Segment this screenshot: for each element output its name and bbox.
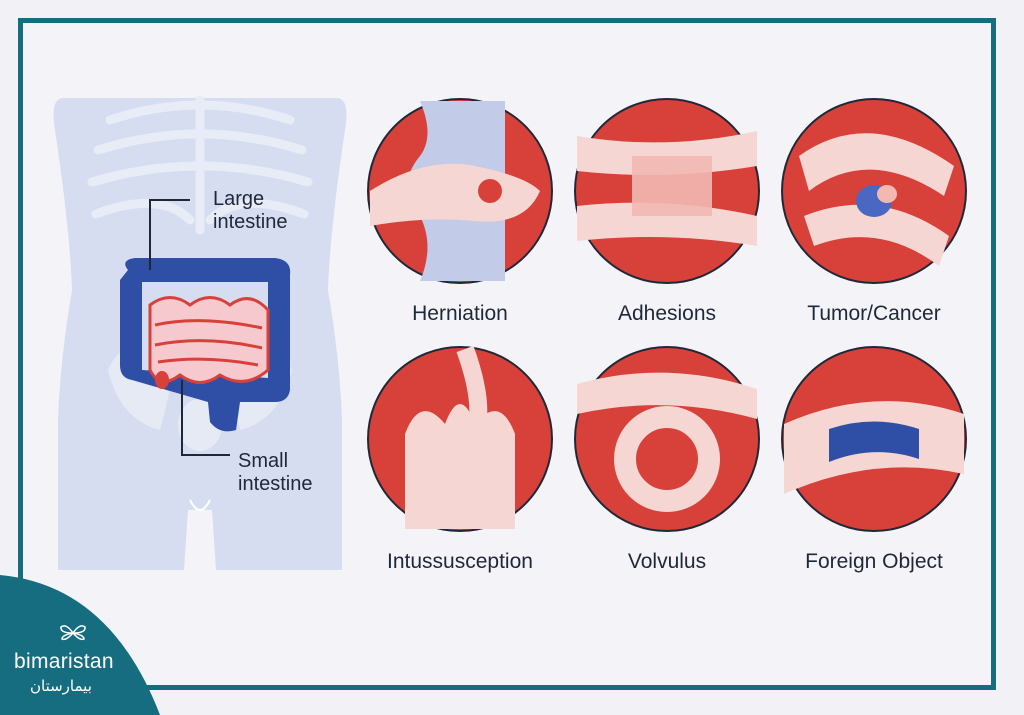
brand-name: bimaristan (14, 650, 114, 673)
caption-adhesions: Adhesions (617, 302, 717, 325)
caption-volvulus: Volvulus (627, 550, 707, 573)
brand-logo: bimaristan بيمارستان (0, 575, 165, 715)
torso-illustration (53, 95, 347, 570)
brand-name-arabic: بيمارستان (30, 677, 92, 695)
ribcage (87, 95, 313, 235)
caption-foreign-object: Foreign Object (805, 550, 943, 573)
foreign-object-illustration (781, 346, 967, 532)
panel-adhesions: Adhesions (572, 96, 762, 326)
panel-foreign: Foreign Object (779, 344, 969, 574)
tumor-illustration (781, 98, 967, 284)
caption-tumor: Tumor/Cancer (807, 302, 941, 325)
butterfly-icon (60, 625, 86, 641)
adhesions-illustration (574, 98, 760, 284)
caption-intussusception: Intussusception (387, 550, 533, 573)
logo-background (0, 575, 160, 715)
panel-herniation: Herniation (365, 96, 555, 326)
small-intestine (148, 296, 270, 384)
appendix (155, 371, 169, 389)
panel-tumor: Tumor/Cancer (779, 96, 969, 326)
intussusception-illustration (367, 345, 553, 532)
panel-volvulus: Volvulus (572, 344, 762, 574)
caption-herniation: Herniation (412, 302, 508, 325)
volvulus-illustration (574, 346, 760, 532)
large-intestine-leader (149, 199, 190, 270)
small-intestine-leader (181, 380, 230, 456)
herniation-illustration (367, 98, 553, 284)
large-intestine-label: Large intestine (213, 188, 288, 233)
small-intestine-label: Small intestine (238, 450, 313, 495)
panel-intussusception: Intussusception (365, 344, 555, 574)
